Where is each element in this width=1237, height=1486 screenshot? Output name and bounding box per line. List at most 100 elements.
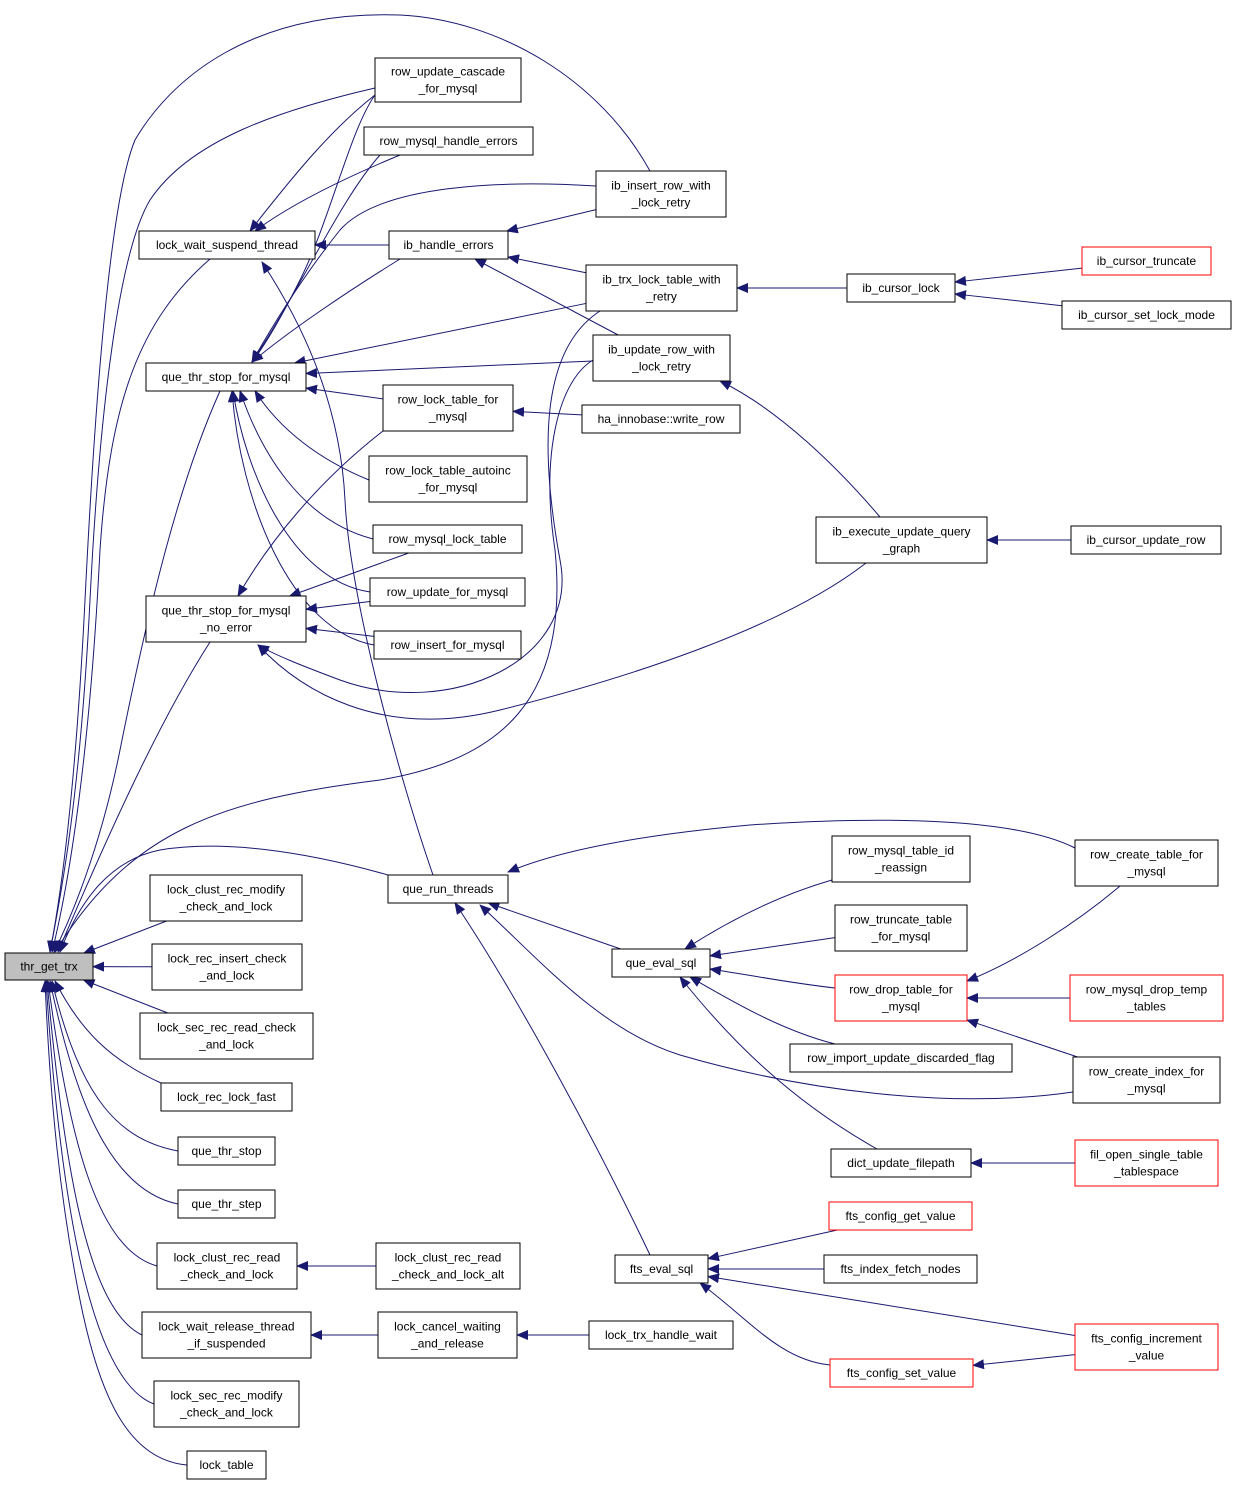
node-ib_update_row_with_lock_retry[interactable]: ib_update_row_with_lock_retry: [592, 334, 731, 382]
node-row_create_index_for_mysql[interactable]: row_create_index_for_mysql: [1072, 1056, 1221, 1104]
node-row_update_cascade_for_mysql[interactable]: row_update_cascade_for_mysql: [374, 57, 522, 103]
node-box[interactable]: [149, 874, 303, 922]
node-box[interactable]: [151, 943, 303, 991]
node-row_update_for_mysql[interactable]: row_update_for_mysql: [369, 577, 526, 607]
node-row_insert_for_mysql[interactable]: row_insert_for_mysql: [373, 630, 522, 660]
node-box[interactable]: [846, 273, 956, 303]
node-box[interactable]: [177, 1189, 276, 1219]
node-fts_eval_sql[interactable]: fts_eval_sql: [614, 1254, 709, 1284]
node-que_thr_stop_for_mysql[interactable]: que_thr_stop_for_mysql: [145, 362, 307, 392]
node-row_create_table_for_mysql[interactable]: row_create_table_for_mysql: [1074, 839, 1219, 887]
node-box[interactable]: [611, 948, 711, 978]
node-que_thr_stop[interactable]: que_thr_stop: [177, 1136, 276, 1166]
node-box[interactable]: [160, 1082, 293, 1112]
node-box[interactable]: [153, 1380, 300, 1428]
node-box[interactable]: [177, 1136, 276, 1166]
node-box[interactable]: [374, 57, 522, 103]
node-lock_clust_rec_read_check_and_lock_alt[interactable]: lock_clust_rec_read_check_and_lock_alt: [375, 1242, 521, 1290]
node-ha_innobase_write_row[interactable]: ha_innobase::write_row: [581, 404, 741, 434]
node-row_mysql_handle_errors[interactable]: row_mysql_handle_errors: [363, 126, 534, 156]
node-box[interactable]: [834, 974, 968, 1022]
node-thr_get_trx[interactable]: thr_get_trx: [4, 952, 94, 981]
node-ib_trx_lock_table_with_retry[interactable]: ib_trx_lock_table_with_retry: [585, 264, 738, 312]
node-box[interactable]: [1069, 974, 1224, 1022]
node-box[interactable]: [614, 1254, 709, 1284]
node-row_lock_table_autoinc_for_mysql[interactable]: row_lock_table_autoinc_for_mysql: [368, 455, 528, 503]
node-row_mysql_drop_temp_tables[interactable]: row_mysql_drop_temp_tables: [1069, 974, 1224, 1022]
node-box[interactable]: [789, 1043, 1013, 1073]
node-lock_sec_rec_modify_check_and_lock[interactable]: lock_sec_rec_modify_check_and_lock: [153, 1380, 300, 1428]
node-ib_cursor_truncate[interactable]: ib_cursor_truncate: [1081, 246, 1212, 276]
node-que_run_threads[interactable]: que_run_threads: [387, 874, 509, 904]
node-box[interactable]: [595, 170, 727, 218]
node-row_mysql_lock_table[interactable]: row_mysql_lock_table: [372, 524, 523, 554]
node-row_mysql_table_id_reassign[interactable]: row_mysql_table_id_reassign: [831, 835, 971, 883]
node-box[interactable]: [138, 230, 316, 260]
node-dict_update_filepath[interactable]: dict_update_filepath: [830, 1148, 972, 1178]
node-box[interactable]: [139, 1012, 314, 1060]
node-box[interactable]: [375, 1242, 521, 1290]
node-box[interactable]: [145, 595, 307, 643]
node-ib_cursor_set_lock_mode[interactable]: ib_cursor_set_lock_mode: [1061, 300, 1232, 330]
node-que_eval_sql[interactable]: que_eval_sql: [611, 948, 711, 978]
node-row_lock_table_for_mysql[interactable]: row_lock_table_for_mysql: [382, 384, 514, 432]
node-ib_cursor_update_row[interactable]: ib_cursor_update_row: [1070, 525, 1222, 555]
node-box[interactable]: [156, 1242, 298, 1290]
node-que_thr_step[interactable]: que_thr_step: [177, 1189, 276, 1219]
node-lock_wait_release_thread_if_suspended[interactable]: lock_wait_release_thread_if_suspended: [141, 1311, 312, 1359]
node-box[interactable]: [145, 362, 307, 392]
node-lock_sec_rec_read_check_and_lock[interactable]: lock_sec_rec_read_check_and_lock: [139, 1012, 314, 1060]
node-box[interactable]: [141, 1311, 312, 1359]
node-box[interactable]: [363, 126, 534, 156]
node-box[interactable]: [1074, 839, 1219, 887]
node-box[interactable]: [823, 1254, 978, 1284]
node-box[interactable]: [1074, 1139, 1219, 1187]
node-box[interactable]: [828, 1201, 973, 1231]
node-box[interactable]: [588, 1320, 734, 1350]
node-box[interactable]: [382, 384, 514, 432]
node-row_import_update_discarded_flag[interactable]: row_import_update_discarded_flag: [789, 1043, 1013, 1073]
node-box[interactable]: [369, 577, 526, 607]
node-box[interactable]: [368, 455, 528, 503]
node-que_thr_stop_for_mysql_no_error[interactable]: que_thr_stop_for_mysql_no_error: [145, 595, 307, 643]
node-lock_clust_rec_modify_check_and_lock[interactable]: lock_clust_rec_modify_check_and_lock: [149, 874, 303, 922]
node-row_drop_table_for_mysql[interactable]: row_drop_table_for_mysql: [834, 974, 968, 1022]
node-box[interactable]: [834, 904, 968, 952]
node-fts_config_increment_value[interactable]: fts_config_increment_value: [1074, 1323, 1219, 1371]
node-box[interactable]: [388, 230, 509, 260]
node-box[interactable]: [585, 264, 738, 312]
node-box[interactable]: [1070, 525, 1222, 555]
node-fil_open_single_table_tablespace[interactable]: fil_open_single_table_tablespace: [1074, 1139, 1219, 1187]
node-box[interactable]: [186, 1450, 267, 1480]
node-box[interactable]: [830, 1148, 972, 1178]
node-ib_cursor_lock[interactable]: ib_cursor_lock: [846, 273, 956, 303]
node-ib_handle_errors[interactable]: ib_handle_errors: [388, 230, 509, 260]
node-lock_wait_suspend_thread[interactable]: lock_wait_suspend_thread: [138, 230, 316, 260]
node-fts_config_get_value[interactable]: fts_config_get_value: [828, 1201, 973, 1231]
node-lock_table[interactable]: lock_table: [186, 1450, 267, 1480]
node-box[interactable]: [831, 835, 971, 883]
node-box[interactable]: [1081, 246, 1212, 276]
node-box[interactable]: [387, 874, 509, 904]
node-lock_rec_lock_fast[interactable]: lock_rec_lock_fast: [160, 1082, 293, 1112]
node-box[interactable]: [377, 1311, 518, 1359]
node-box[interactable]: [4, 952, 94, 981]
node-box[interactable]: [373, 630, 522, 660]
node-box[interactable]: [815, 516, 988, 564]
node-lock_cancel_waiting_and_release[interactable]: lock_cancel_waiting_and_release: [377, 1311, 518, 1359]
node-lock_clust_rec_read_check_and_lock[interactable]: lock_clust_rec_read_check_and_lock: [156, 1242, 298, 1290]
node-box[interactable]: [581, 404, 741, 434]
node-box[interactable]: [372, 524, 523, 554]
node-box[interactable]: [1072, 1056, 1221, 1104]
node-row_truncate_table_for_mysql[interactable]: row_truncate_table_for_mysql: [834, 904, 968, 952]
node-ib_execute_update_query_graph[interactable]: ib_execute_update_query_graph: [815, 516, 988, 564]
node-ib_insert_row_with_lock_retry[interactable]: ib_insert_row_with_lock_retry: [595, 170, 727, 218]
node-box[interactable]: [592, 334, 731, 382]
node-lock_trx_handle_wait[interactable]: lock_trx_handle_wait: [588, 1320, 734, 1350]
node-fts_config_set_value[interactable]: fts_config_set_value: [829, 1358, 974, 1388]
node-lock_rec_insert_check_and_lock[interactable]: lock_rec_insert_check_and_lock: [151, 943, 303, 991]
node-box[interactable]: [829, 1358, 974, 1388]
node-fts_index_fetch_nodes[interactable]: fts_index_fetch_nodes: [823, 1254, 978, 1284]
node-box[interactable]: [1074, 1323, 1219, 1371]
node-box[interactable]: [1061, 300, 1232, 330]
